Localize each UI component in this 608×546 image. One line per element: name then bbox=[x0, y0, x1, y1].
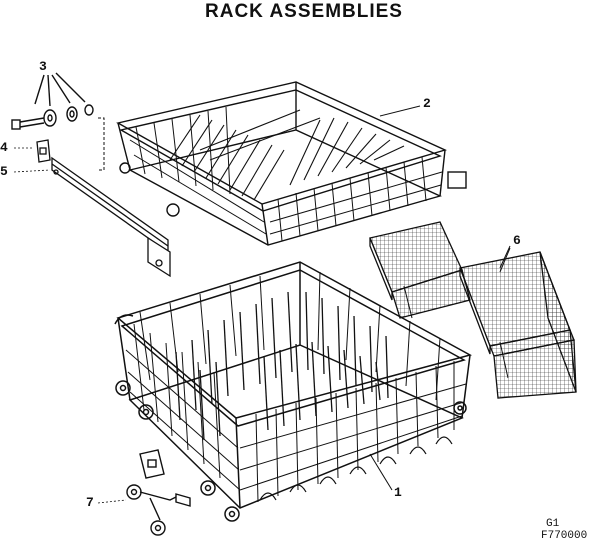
callout-4: 4 bbox=[0, 140, 8, 155]
footer-code-1: G1 bbox=[546, 518, 560, 530]
callout-5: 5 bbox=[0, 164, 8, 179]
leader-lines bbox=[369, 105, 511, 491]
roller-assembly bbox=[97, 449, 191, 536]
diagram-title: RACK ASSEMBLIES bbox=[205, 1, 403, 22]
callout-2: 2 bbox=[423, 96, 431, 111]
rack-stop bbox=[14, 139, 51, 163]
rack-track bbox=[13, 156, 171, 278]
upper-rack bbox=[116, 81, 467, 246]
lower-rack bbox=[114, 261, 472, 522]
roller-stud-kit bbox=[11, 72, 94, 130]
callout-6: 6 bbox=[513, 233, 521, 248]
callout-3: 3 bbox=[39, 59, 47, 74]
footer-code-2: F770000 bbox=[541, 530, 588, 542]
callout-7: 7 bbox=[86, 495, 94, 510]
callout-1: 1 bbox=[394, 485, 402, 500]
silverware-basket bbox=[369, 221, 577, 399]
